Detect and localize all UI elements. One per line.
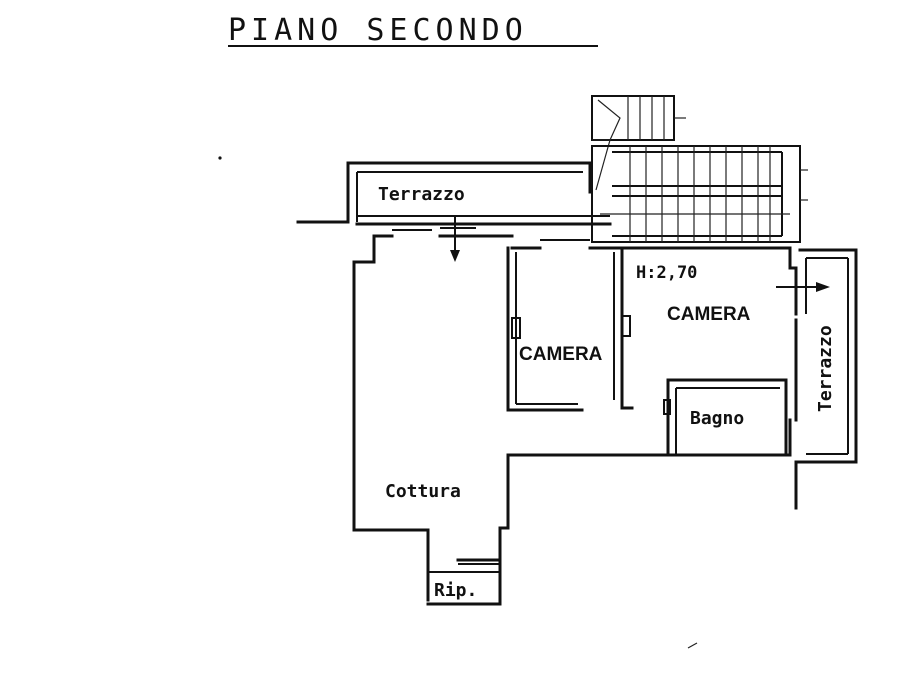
label-camera-left: CAMERA <box>519 344 603 365</box>
staircase <box>591 95 808 243</box>
direction-arrows <box>450 216 830 292</box>
label-ripostiglio: Rip. <box>434 580 477 601</box>
label-bagno: Bagno <box>690 408 744 429</box>
bedroom-left-walls <box>506 246 634 412</box>
stray-dot <box>218 156 222 160</box>
label-ceiling-height: H:2,70 <box>636 263 697 283</box>
ripostiglio <box>428 563 500 573</box>
label-cottura: Cottura <box>385 481 461 502</box>
label-terrazzo-top: Terrazzo <box>378 184 465 205</box>
label-camera-right: CAMERA <box>667 304 751 325</box>
terrace-top <box>346 161 612 226</box>
label-terrazzo-right: Terrazzo <box>815 325 836 412</box>
bathroom-walls <box>663 378 788 457</box>
stray-mark <box>687 642 698 649</box>
plan-title: PIANO SECONDO <box>228 13 528 48</box>
